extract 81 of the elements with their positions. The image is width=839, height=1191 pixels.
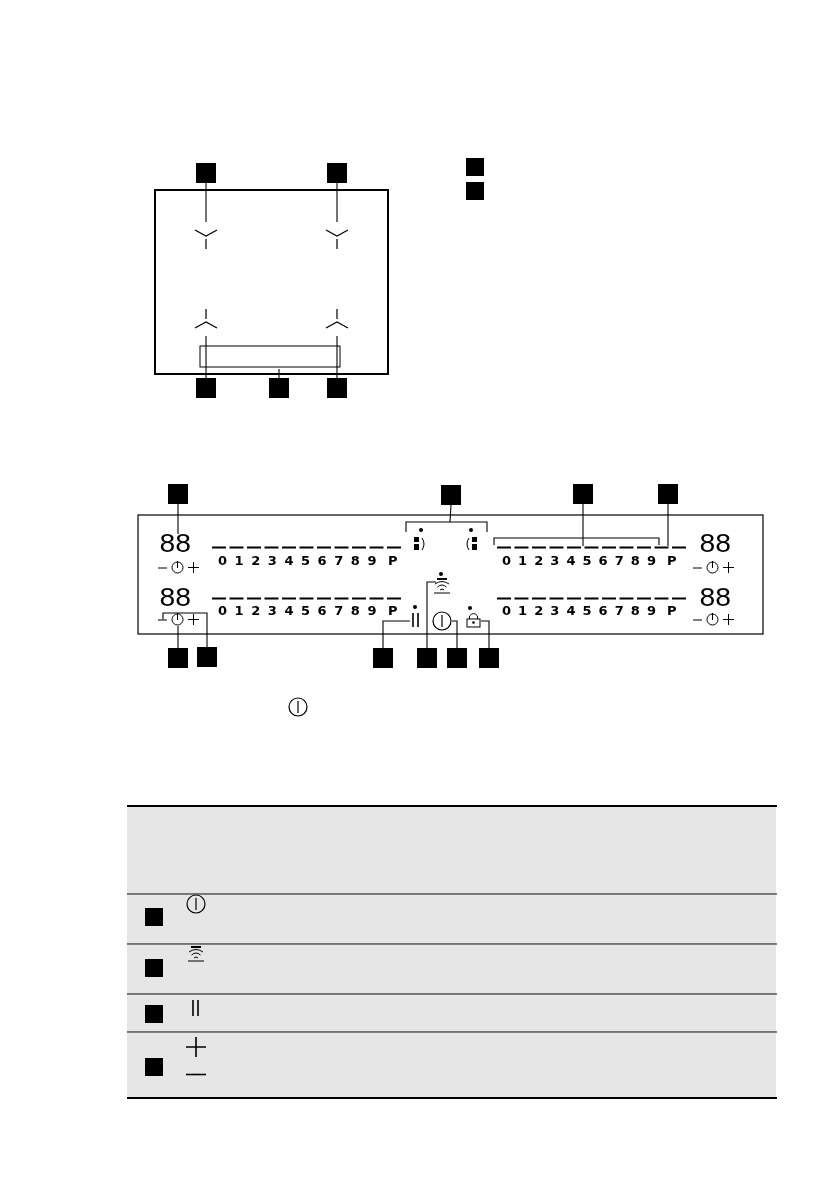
power-level-number: 6 — [598, 604, 608, 617]
power-level-number: 6 — [317, 554, 327, 567]
control-area-outline — [199, 345, 342, 369]
callout-marker — [145, 959, 163, 977]
leader-line — [382, 620, 411, 649]
lock-icon — [466, 612, 481, 628]
power-level-number: P — [667, 604, 677, 617]
leader-line — [336, 182, 338, 223]
power-level-number: 4 — [284, 554, 294, 567]
callout-marker — [197, 647, 217, 667]
leader-line — [278, 368, 280, 379]
power-level-number: 7 — [334, 604, 344, 617]
power-level-number: 1 — [234, 604, 244, 617]
leader-line — [426, 581, 437, 649]
power-level-number: 3 — [267, 554, 277, 567]
power-level-number: 7 — [334, 554, 344, 567]
leader-line — [205, 335, 207, 379]
power-level-number: 0 — [218, 554, 228, 567]
power-level-number: P — [388, 554, 398, 567]
power-level-number: P — [388, 604, 398, 617]
callout-marker — [658, 484, 678, 504]
callout-marker — [466, 182, 484, 200]
power-level-number: 5 — [301, 554, 311, 567]
power-icon — [432, 611, 452, 631]
leader-line — [177, 503, 179, 535]
power-level-number: 6 — [317, 604, 327, 617]
callout-marker — [168, 484, 188, 504]
leader-line — [336, 335, 338, 379]
leader-line — [177, 625, 179, 649]
callout-marker — [196, 163, 216, 183]
leader-line — [451, 620, 458, 649]
power-level-number: 2 — [251, 604, 261, 617]
callout-marker — [145, 1005, 163, 1023]
leader-line — [493, 503, 660, 547]
power-level-number: 1 — [518, 604, 528, 617]
segment-display: 88 — [159, 588, 191, 610]
power-level-number: 2 — [534, 604, 544, 617]
power-level-number: 1 — [234, 554, 244, 567]
segment-display: 88 — [699, 534, 731, 556]
power-level-number: 4 — [566, 554, 576, 567]
timer-icon — [171, 613, 184, 626]
callout-marker — [447, 648, 467, 668]
leader-line — [405, 504, 488, 533]
power-level-number: 3 — [267, 604, 277, 617]
leader-line — [205, 182, 207, 223]
power-level-number: 9 — [646, 604, 656, 617]
power-level-number: 4 — [566, 604, 576, 617]
callout-marker — [269, 378, 289, 398]
callout-marker — [441, 485, 461, 505]
power-level-number: 5 — [582, 604, 592, 617]
callout-marker — [417, 648, 437, 668]
power-level-number: 9 — [646, 554, 656, 567]
power-level-number: P — [667, 554, 677, 567]
power-level-number: 0 — [502, 604, 512, 617]
power-level-number: 8 — [350, 604, 360, 617]
segment-display: 88 — [699, 588, 731, 610]
callout-marker — [168, 648, 188, 668]
callout-marker — [145, 908, 163, 926]
power-level-number: 8 — [350, 554, 360, 567]
power-level-number: 5 — [301, 604, 311, 617]
leader-line — [162, 612, 208, 648]
callout-marker — [196, 378, 216, 398]
leader-line — [480, 620, 490, 649]
power-level-number: 8 — [630, 604, 640, 617]
power-level-number: 9 — [367, 604, 377, 617]
callout-marker — [327, 378, 347, 398]
power-level-number: 4 — [284, 604, 294, 617]
leader-line — [667, 503, 669, 547]
power-level-number: 3 — [550, 604, 560, 617]
power-level-number: 5 — [582, 554, 592, 567]
callout-marker — [373, 648, 393, 668]
power-level-number: 7 — [614, 604, 624, 617]
callout-marker — [145, 1058, 163, 1076]
callout-marker — [327, 163, 347, 183]
segment-display: 88 — [159, 534, 191, 556]
power-level-number: 2 — [251, 554, 261, 567]
power-level-number: 9 — [367, 554, 377, 567]
power-level-number: 0 — [218, 604, 228, 617]
callout-marker — [466, 158, 484, 176]
callout-marker — [573, 484, 593, 504]
callout-marker — [479, 648, 499, 668]
